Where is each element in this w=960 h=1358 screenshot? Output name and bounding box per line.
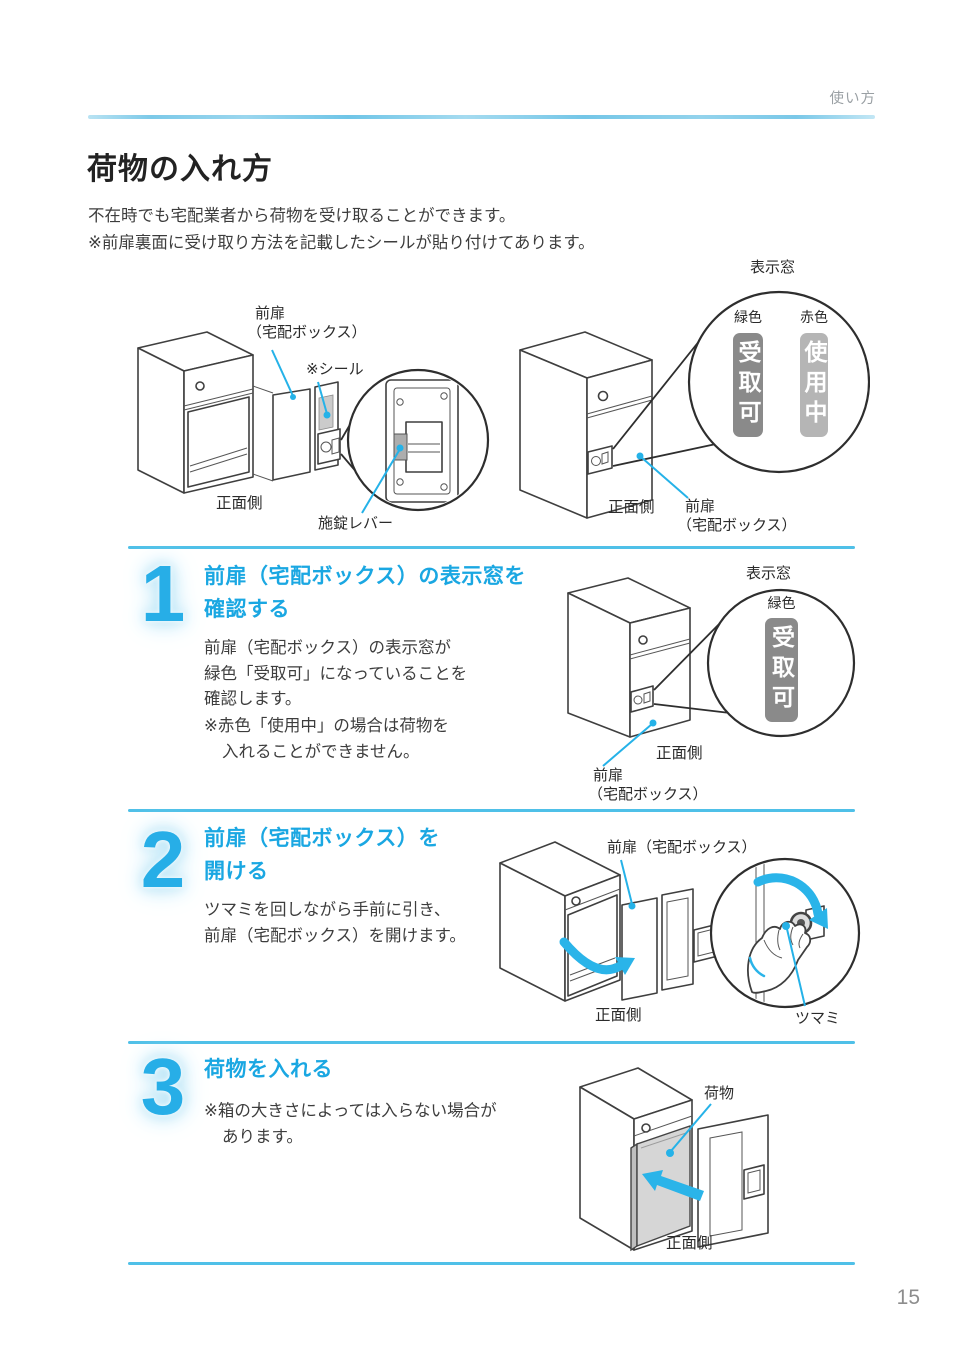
label-knob: ツマミ xyxy=(795,1010,841,1027)
step-3-line-art xyxy=(579,1067,769,1252)
step-3-note: ※箱の大きさによっては入らない場合が あります。 xyxy=(204,1102,497,1146)
status-pill-in-use: 使用中 xyxy=(800,333,828,437)
step-1-number: 1 xyxy=(140,549,186,638)
knob-hand-detail xyxy=(747,861,828,1005)
label-front-side: 正面側 xyxy=(656,745,703,762)
rotate-arrow-icon xyxy=(753,873,828,929)
separator-line-2 xyxy=(128,809,855,812)
leader-front-door xyxy=(620,859,633,905)
intro-line-2: ※前扉裏面に受け取り方法を記載したシールが貼り付けてあります。 xyxy=(88,234,595,252)
leader-front-door xyxy=(602,723,653,767)
open-door xyxy=(272,381,341,481)
label-package: 荷物 xyxy=(704,1085,735,1102)
separator-line-3 xyxy=(128,1041,855,1044)
page-number: 15 xyxy=(896,1286,920,1309)
status-pill-receivable: 受取可 xyxy=(733,333,763,437)
page-title: 荷物の入れ方 xyxy=(87,153,273,186)
cabinet xyxy=(567,577,691,738)
leader-package xyxy=(670,1103,712,1152)
leader-knob xyxy=(786,928,806,1007)
step-1-body: 前扉（宅配ボックス）の表示窓が 緑色「受取可」になっていることを 確認します。 xyxy=(204,639,468,708)
cabinet xyxy=(137,331,274,494)
open-arrow-icon xyxy=(559,937,635,975)
step-1-note: ※赤色「使用中」の場合は荷物を 入れることができません。 xyxy=(204,717,449,761)
figure-step-2: 前扉（宅配ボックス） 正面側 ツマミ xyxy=(468,830,898,1035)
header-section-label: 使い方 xyxy=(829,91,876,107)
figure-step-3: 荷物 正面側 xyxy=(530,1058,920,1258)
leader-front-door xyxy=(640,456,689,499)
leader-lock-lever xyxy=(361,448,401,514)
label-front-door: 前扉 （宅配ボックス） xyxy=(677,498,797,534)
separator-line-4 xyxy=(128,1262,855,1265)
separator-line-1 xyxy=(128,546,855,549)
open-door xyxy=(697,1114,769,1248)
intro-line-1: 不在時でも宅配業者から荷物を受け取ることができます。 xyxy=(88,207,516,225)
insert-arrow-icon xyxy=(642,1170,704,1201)
label-display-window: 表示窓 xyxy=(750,259,796,276)
label-front-side: 正面側 xyxy=(216,495,263,512)
label-seal: ※シール xyxy=(306,361,364,378)
label-green: 緑色 xyxy=(767,595,796,611)
figure-step-1: 表示窓 緑色 受取可 正面側 前扉 （宅配ボックス） xyxy=(540,552,880,807)
label-front-side: 正面側 xyxy=(595,1007,642,1024)
status-pill-receivable: 受取可 xyxy=(765,618,798,722)
label-front-door: 前扉 （宅配ボックス） xyxy=(247,305,367,341)
cabinet xyxy=(519,331,653,519)
intro-text: 不在時でも宅配業者から荷物を受け取ることができます。 ※前扉裏面に受け取り方法を… xyxy=(88,203,595,257)
label-front-side: 正面側 xyxy=(608,499,655,516)
step-1-heading: 前扉（宅配ボックス）の表示窓を 確認する xyxy=(204,565,526,621)
step-3-heading: 荷物を入れる xyxy=(204,1058,333,1081)
figure-overview-open-box: 前扉 （宅配ボックス） ※シール 正面側 施錠レバー xyxy=(110,256,530,546)
step-2-heading: 前扉（宅配ボックス）を 開ける xyxy=(204,827,440,883)
label-front-door: 前扉 （宅配ボックス） xyxy=(588,767,708,803)
step-2-body: ツマミを回しながら手前に引き、 前扉（宅配ボックス）を開けます。 xyxy=(204,901,466,945)
leader-seal xyxy=(317,381,328,415)
label-front-door: 前扉（宅配ボックス） xyxy=(607,839,757,856)
label-front-side: 正面側 xyxy=(666,1235,713,1252)
step-2-line-art xyxy=(499,841,861,1009)
open-box-line-art xyxy=(137,331,490,514)
step-3-number: 3 xyxy=(140,1042,186,1131)
label-red: 赤色 xyxy=(800,309,828,325)
brush-divider xyxy=(88,115,875,119)
label-lock-lever: 施錠レバー xyxy=(318,515,394,532)
magnifier-circle xyxy=(687,290,870,474)
leader-front-door xyxy=(271,349,294,397)
figure-overview-display-window: 表示窓 緑色 赤色 受取可 使用中 正面側 前扉 （宅配ボックス） xyxy=(500,256,870,546)
door-back-detail xyxy=(385,379,459,503)
label-green: 緑色 xyxy=(734,309,762,325)
label-display-window: 表示窓 xyxy=(746,565,792,582)
open-door xyxy=(621,888,719,1001)
step-2-number: 2 xyxy=(140,815,186,904)
cabinet xyxy=(499,841,621,1002)
